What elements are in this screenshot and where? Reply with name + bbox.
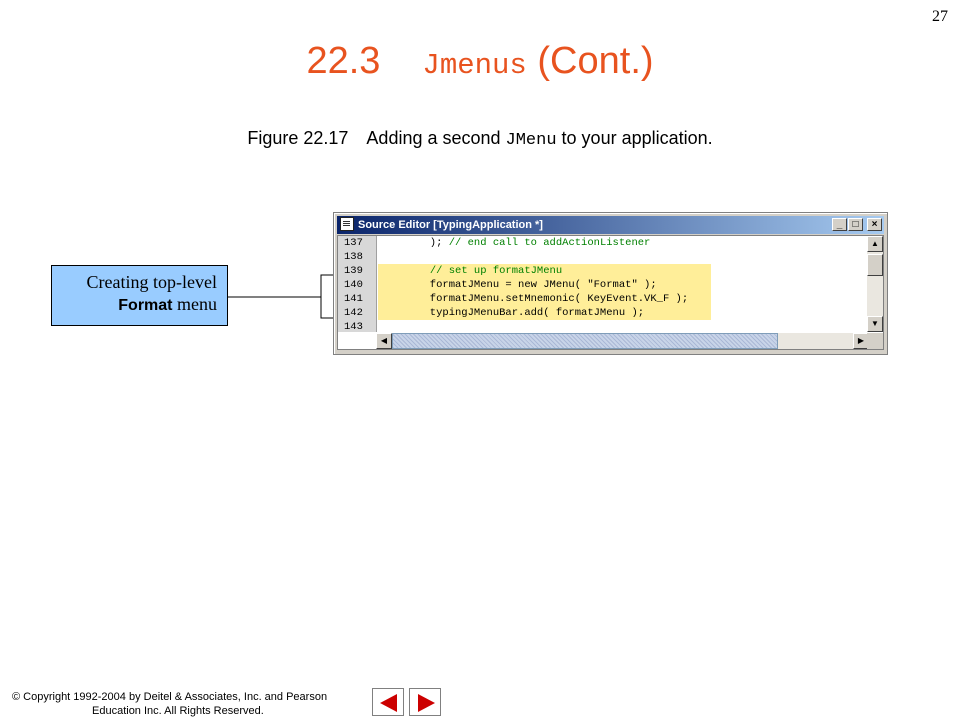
callout-line1: Creating top-level [86, 272, 217, 292]
window-titlebar[interactable]: Source Editor [TypingApplication *] _ □ … [337, 216, 884, 234]
line-number-gutter [338, 236, 377, 332]
caption-code: JMenu [505, 131, 557, 150]
figure-caption: Figure 22.17 Adding a second JMenu to you… [0, 128, 960, 150]
title-code: Jmenus [422, 49, 527, 82]
code-text: typingJMenuBar.add( formatJMenu ); [392, 306, 644, 320]
code-comment: // end call to addActionListener [448, 237, 651, 249]
line-highlight [378, 306, 711, 320]
scroll-up-icon[interactable]: ▲ [867, 236, 883, 252]
scroll-left-icon[interactable]: ◀ [376, 333, 392, 349]
code-line[interactable]: 139 // set up formatJMenu [338, 264, 868, 278]
scrollbar-corner [867, 333, 883, 349]
right-arrow-icon [418, 694, 435, 712]
code-text: ); // end call to addActionListener [392, 236, 651, 250]
copyright-line2: Education Inc. All Rights Reserved. [92, 705, 264, 717]
code-statement [392, 265, 430, 277]
callout-line2: Format menu [52, 293, 217, 317]
code-line[interactable]: 137 ); // end call to addActionListener [338, 236, 868, 250]
code-text: // set up formatJMenu [392, 264, 562, 278]
code-statement: typingJMenuBar.add( formatJMenu ); [392, 307, 645, 319]
maximize-button[interactable]: □ [848, 218, 863, 231]
close-button[interactable]: × [867, 218, 882, 231]
code-line[interactable]: 140 formatJMenu = new JMenu( "Format" ); [338, 278, 868, 292]
code-line[interactable]: 143 [338, 320, 868, 334]
caption-after: to your application. [556, 128, 713, 148]
callout-box: Creating top-level Format menu [51, 265, 228, 326]
code-statement: formatJMenu.setMnemonic( KeyEvent.VK_F )… [392, 293, 689, 305]
section-number: 22.3 [306, 40, 381, 82]
line-number: 139 [344, 265, 363, 277]
line-number: 138 [344, 251, 363, 263]
horizontal-scroll-thumb[interactable] [392, 333, 778, 349]
vertical-scrollbar[interactable]: ▲ ▼ [867, 236, 883, 332]
code-comment: // set up formatJMenu [429, 265, 563, 277]
line-highlight [378, 292, 711, 306]
line-highlight [378, 278, 711, 292]
line-number: 140 [344, 279, 363, 291]
previous-slide-button[interactable] [372, 688, 404, 716]
code-text: formatJMenu.setMnemonic( KeyEvent.VK_F )… [392, 292, 688, 306]
figure-label: Figure 22.17 [247, 128, 349, 148]
code-text: formatJMenu = new JMenu( "Format" ); [392, 278, 657, 292]
line-highlight [378, 264, 711, 278]
code-statement: formatJMenu = new JMenu( "Format" ); [392, 279, 657, 291]
next-slide-button[interactable] [409, 688, 441, 716]
code-line[interactable]: 141 formatJMenu.setMnemonic( KeyEvent.VK… [338, 292, 868, 306]
window-title: Source Editor [TypingApplication *] [358, 219, 543, 231]
code-line[interactable]: 138 [338, 250, 868, 264]
horizontal-scrollbar[interactable]: ◀ ▶ [376, 333, 869, 349]
copyright-notice: © Copyright 1992-2004 by Deitel & Associ… [12, 690, 362, 718]
copyright-line1: © Copyright 1992-2004 by Deitel & Associ… [12, 691, 328, 703]
scroll-down-icon[interactable]: ▼ [867, 316, 883, 332]
title-rest: (Cont.) [526, 40, 654, 82]
document-icon [340, 217, 354, 232]
caption-before: Adding a second [366, 128, 506, 148]
source-editor-window: Source Editor [TypingApplication *] _ □ … [333, 212, 888, 355]
code-line[interactable]: 142 typingJMenuBar.add( formatJMenu ); [338, 306, 868, 320]
page-title: 22.3 Jmenus (Cont.) [0, 40, 960, 83]
callout-rest: menu [172, 294, 217, 314]
line-number: 141 [344, 293, 363, 305]
line-number: 137 [344, 237, 363, 249]
code-statement: ); [392, 237, 449, 249]
minimize-button[interactable]: _ [832, 218, 847, 231]
left-arrow-icon [380, 694, 397, 712]
vertical-scroll-thumb[interactable] [867, 254, 883, 276]
line-number: 142 [344, 307, 363, 319]
callout-bold: Format [118, 297, 173, 314]
line-number: 143 [344, 321, 363, 333]
slide-number: 27 [932, 8, 948, 25]
